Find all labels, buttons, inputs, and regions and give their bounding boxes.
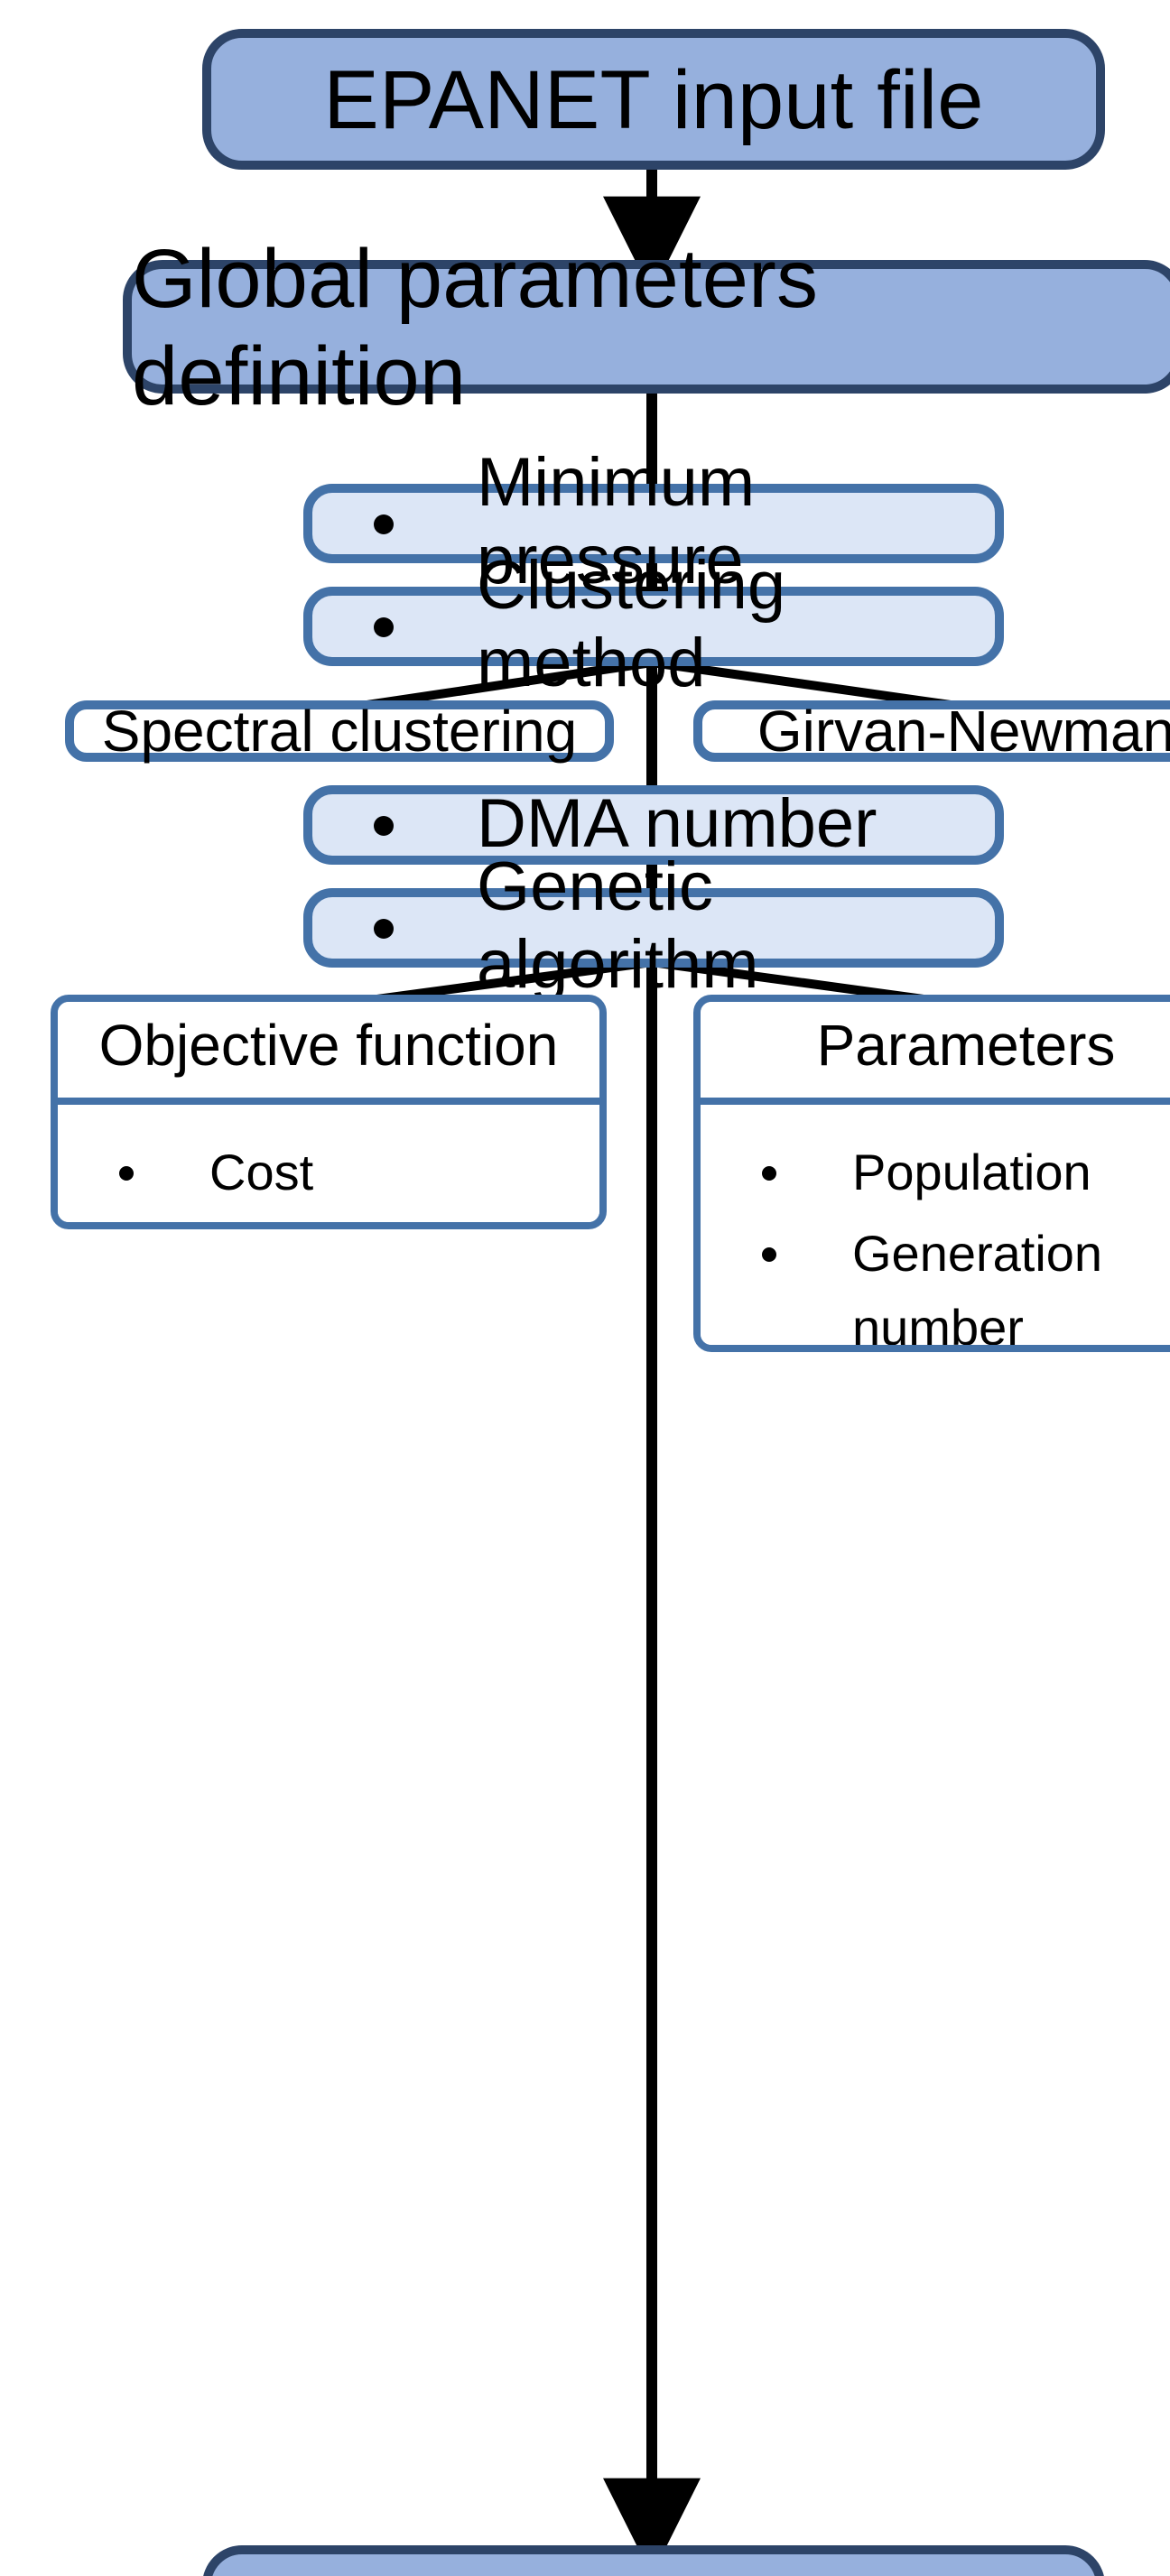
node-hydraulic-simulation[interactable]: Hydraulic simulation xyxy=(202,2545,1105,2576)
bullet-dot-icon xyxy=(374,616,394,636)
panel-objective-function[interactable]: Objective function Cost MRI Cost + MRI xyxy=(51,995,607,1229)
node-girvan-newman[interactable]: Girvan-Newman xyxy=(693,698,1170,763)
node-label: Genetic algorithm xyxy=(477,850,759,1004)
list-item-label: Population xyxy=(852,1144,1091,1200)
node-label: Clustering method xyxy=(477,549,786,702)
list-item: Generation number xyxy=(701,1215,1170,1352)
node-label: Minimum pressure xyxy=(477,446,756,599)
bullet-dot-icon xyxy=(762,1246,776,1262)
list-item-label: Generation number xyxy=(852,1225,1103,1352)
list-item: Cost xyxy=(58,1134,599,1215)
list-item-label: MRI xyxy=(209,1219,578,1222)
node-label: Girvan-Newman xyxy=(757,698,1170,763)
bullet-dot-icon xyxy=(374,918,394,938)
panel-parameters[interactable]: Parameters Population Generation number … xyxy=(693,995,1170,1352)
node-clustering-method[interactable]: Clustering method xyxy=(303,549,1004,702)
bullet-dot-icon xyxy=(762,1166,776,1181)
node-label: EPANET input file xyxy=(323,52,984,146)
panel-body: Cost MRI Cost + MRI xyxy=(58,1105,599,1222)
node-label: DMA number xyxy=(477,786,878,862)
node-epanet-input-file[interactable]: EPANET input file xyxy=(202,29,1105,170)
panel-header: Objective function xyxy=(58,1002,599,1105)
node-label: Spectral clustering xyxy=(101,698,578,763)
list-item: MRI xyxy=(58,1215,599,1222)
bullet-dot-icon xyxy=(374,815,394,835)
list-item: Population xyxy=(701,1134,1170,1215)
panel-header: Parameters xyxy=(701,1002,1170,1105)
bullet-dot-icon xyxy=(374,514,394,533)
node-global-parameters-definition[interactable]: Global parameters definition xyxy=(123,231,1170,422)
node-genetic-algorithm[interactable]: Genetic algorithm xyxy=(303,850,1004,1004)
node-label: Global parameters definition xyxy=(132,231,819,422)
list-item-label: Cost xyxy=(209,1144,314,1200)
bullet-dot-icon xyxy=(119,1166,134,1181)
node-spectral-clustering[interactable]: Spectral clustering xyxy=(65,698,614,763)
panel-body: Population Generation number Pcrossover … xyxy=(701,1105,1170,1352)
